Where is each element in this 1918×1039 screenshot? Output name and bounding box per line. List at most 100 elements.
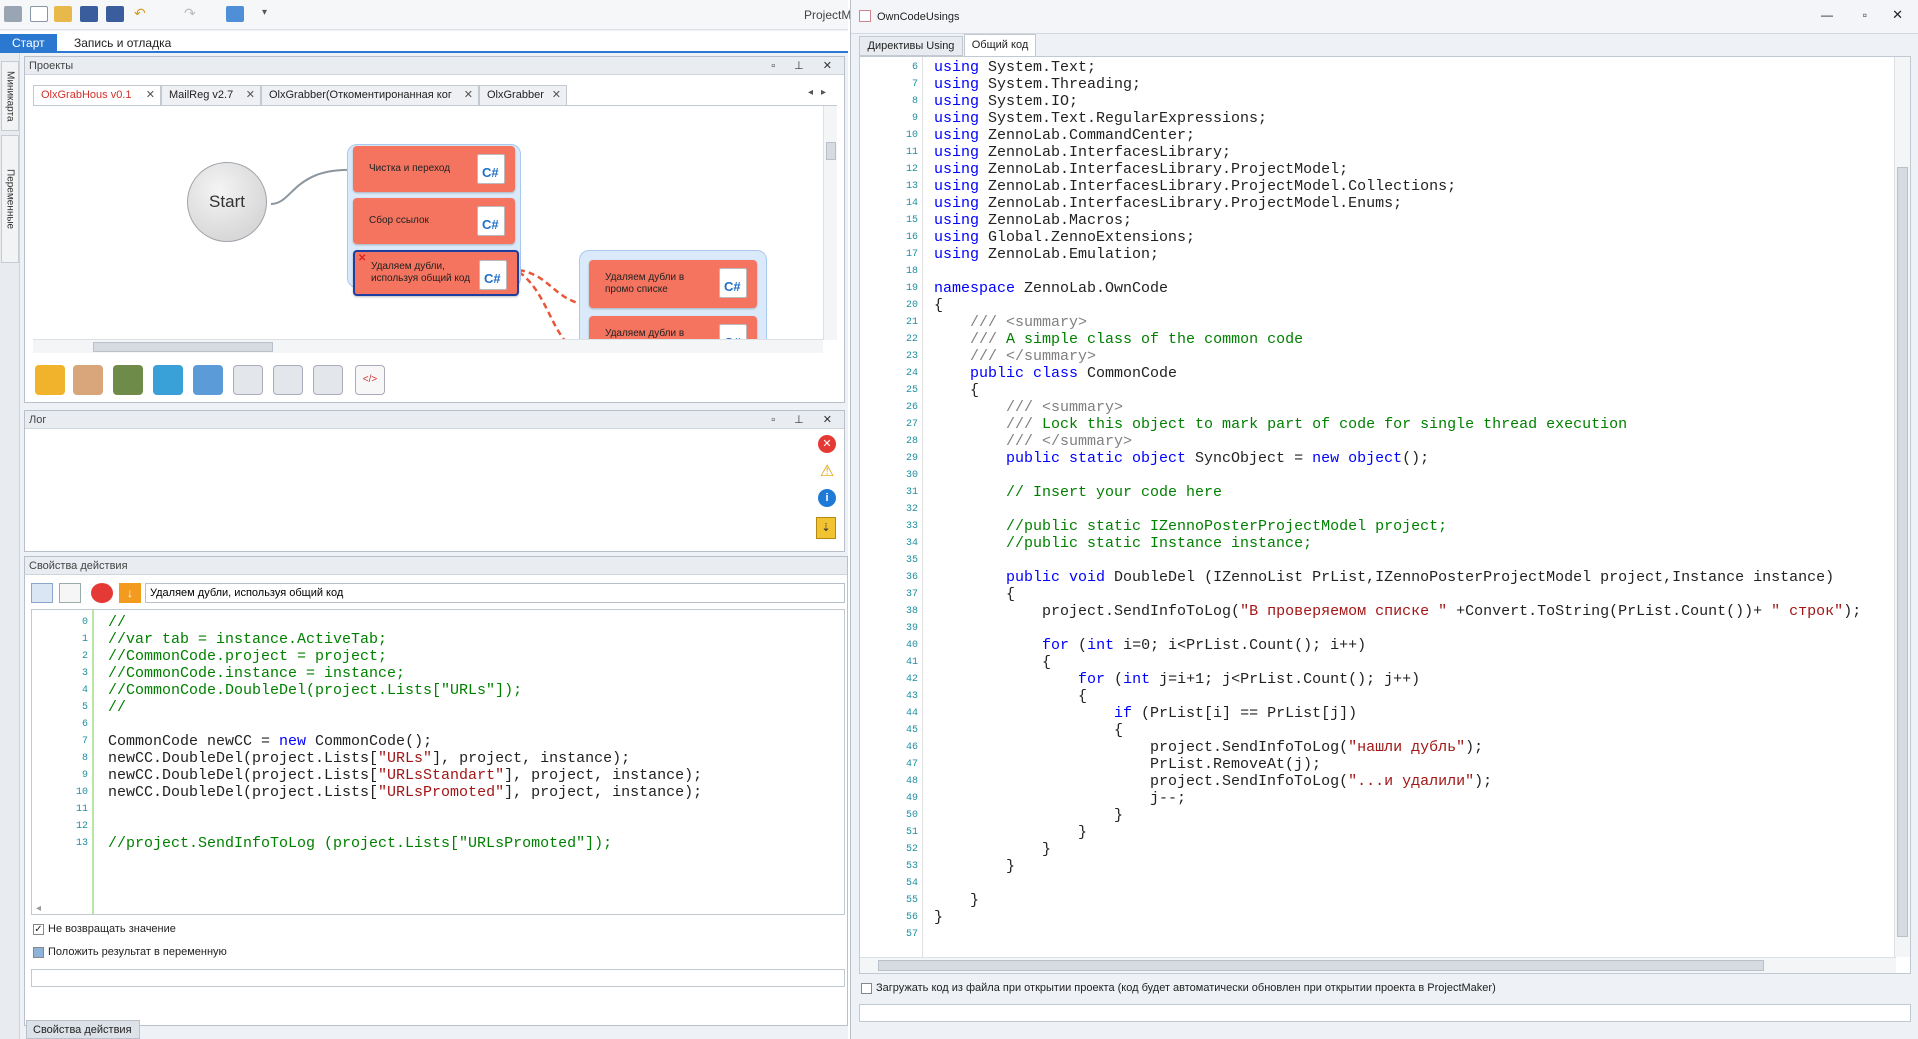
project-tab-label: OlxGrabber <box>487 89 544 101</box>
load-from-file-checkbox[interactable]: Загружать код из файла при открытии прое… <box>861 982 1496 994</box>
file-path-field[interactable] <box>859 1004 1911 1022</box>
chalkboard-icon[interactable] <box>113 365 143 395</box>
user-icon[interactable] <box>73 365 103 395</box>
project-maker-window: ↶ ↷ ▾ ProjectM Старт Запись и отладка Ми… <box>0 0 852 1039</box>
close-icon[interactable]: ✕ <box>145 89 155 101</box>
app-menu-icon[interactable] <box>4 6 22 22</box>
csharp-icon: C# <box>477 154 505 184</box>
save-all-icon[interactable] <box>106 6 124 22</box>
window-title: OwnCodeUsings <box>877 11 960 23</box>
tab-scroll-arrows[interactable]: ◂▸ <box>807 87 834 98</box>
node-label: Удаляем дубли в промо списке <box>605 272 685 295</box>
action-node-cleanup[interactable]: Чистка и переход C# <box>353 146 515 192</box>
checkbox-label: Положить результат в переменную <box>48 946 227 958</box>
scroll-thumb[interactable] <box>878 960 1764 971</box>
minimize-button[interactable]: — <box>1821 8 1833 22</box>
window-title: ProjectM <box>804 8 852 22</box>
info-filter-icon[interactable]: i <box>818 489 836 507</box>
maximize-button[interactable]: ▫ <box>1862 8 1867 22</box>
csharp-icon: C# <box>719 268 747 298</box>
start-node[interactable]: Start <box>187 162 267 242</box>
warning-filter-icon[interactable]: ⚠ <box>819 463 835 480</box>
bottom-tab-action-properties[interactable]: Свойства действия <box>26 1020 140 1039</box>
checkbox-indeterminate-icon[interactable] <box>33 946 44 958</box>
scroll-thumb[interactable] <box>1897 167 1908 937</box>
project-tab-mailreg[interactable]: MailReg v2.7 ✕ <box>161 85 261 105</box>
side-tab-variables[interactable]: Переменные <box>1 135 19 263</box>
node-label: Удаляем дубли, используя общий код <box>371 261 471 284</box>
action-node-collect-links[interactable]: Сбор ссылок C# <box>353 198 515 244</box>
code-text[interactable]: // //var tab = instance.ActiveTab; //Com… <box>108 614 703 852</box>
csharp-icon: C# <box>479 260 507 290</box>
list-icon[interactable] <box>273 365 303 395</box>
tab-using-directives[interactable]: Директивы Using <box>859 36 963 56</box>
project-tab-olxgrabhous[interactable]: OlxGrabHous v0.1 ✕ <box>33 85 161 105</box>
tab-record-debug[interactable]: Запись и отладка <box>74 36 172 50</box>
project-tab-olxgrabber[interactable]: OlxGrabber ✕ <box>479 85 567 105</box>
new-file-icon[interactable] <box>30 6 48 22</box>
projects-panel: Проекты ▫ ⊥ ✕ OlxGrabHous v0.1 ✕ MailReg… <box>24 56 845 403</box>
close-button[interactable]: ✕ <box>1892 7 1903 22</box>
code-window-icon <box>859 10 871 22</box>
project-canvas[interactable]: Start Чистка и переход C# Сбор ссылок C#… <box>33 105 837 353</box>
node-label: Чистка и переход <box>369 163 451 174</box>
checkbox-label: Загружать код из файла при открытии прое… <box>876 982 1496 994</box>
customize-qat-icon[interactable]: ▾ <box>262 7 268 18</box>
robot-icon[interactable] <box>153 365 183 395</box>
scroll-thumb[interactable] <box>93 342 273 352</box>
log-panel: Лог ▫ ⊥ ✕ ✕ ⚠ i ⇣ <box>24 410 845 552</box>
redo-icon[interactable]: ↷ <box>184 5 196 21</box>
start-label: Start <box>209 192 245 211</box>
quick-access-toolbar: ↶ ↷ ▾ ProjectM <box>0 0 852 30</box>
project-tab-label: MailReg v2.7 <box>169 89 234 101</box>
code-vertical-scrollbar[interactable] <box>1894 57 1910 957</box>
code-horizontal-scrollbar[interactable] <box>860 957 1896 973</box>
close-icon[interactable]: ✕ <box>463 89 473 101</box>
error-filter-icon[interactable]: ✕ <box>818 435 836 453</box>
action-node-dedupe-common[interactable]: Удаляем дубли, используя общий код C# ✕ <box>353 250 519 296</box>
panel-window-buttons[interactable]: ▫ ⊥ ✕ <box>771 60 840 72</box>
open-folder-icon[interactable] <box>54 6 72 22</box>
panel-window-buttons[interactable]: ▫ ⊥ ✕ <box>771 414 840 426</box>
result-variable-field[interactable] <box>31 969 845 987</box>
settings-gears-icon[interactable] <box>35 365 65 395</box>
record-icon[interactable] <box>91 583 113 603</box>
window-icon[interactable] <box>226 6 244 22</box>
undo-icon[interactable]: ↶ <box>134 5 146 21</box>
action-node-dedupe-promo[interactable]: Удаляем дубли в промо списке C# <box>589 260 757 308</box>
side-tab-minimap[interactable]: Миникарта <box>1 61 19 131</box>
store-result-checkbox[interactable]: Положить результат в переменную <box>33 946 227 958</box>
code-icon[interactable]: </> <box>355 365 385 395</box>
table-view-icon[interactable] <box>31 583 53 603</box>
side-panel-tabs: Миникарта Переменные <box>0 53 20 1039</box>
hierarchy-icon[interactable] <box>193 365 223 395</box>
csharp-icon: C# <box>477 206 505 236</box>
list-icon[interactable] <box>233 365 263 395</box>
checkbox-unchecked-icon[interactable] <box>861 982 872 994</box>
list-icon[interactable] <box>313 365 343 395</box>
scroll-thumb[interactable] <box>826 142 836 160</box>
canvas-horizontal-scrollbar[interactable] <box>33 339 823 353</box>
projects-panel-title: Проекты <box>29 60 74 72</box>
edit-icon[interactable] <box>59 583 81 603</box>
save-icon[interactable] <box>80 6 98 22</box>
close-icon[interactable]: ✕ <box>245 89 255 101</box>
checkbox-checked-icon[interactable]: ✓ <box>33 923 44 935</box>
close-icon[interactable]: ✕ <box>551 89 561 101</box>
log-panel-title: Лог <box>29 414 47 426</box>
action-name-input[interactable] <box>145 583 845 603</box>
down-arrow-icon[interactable]: ↓ <box>119 583 141 603</box>
tab-start[interactable]: Старт <box>0 34 57 53</box>
tab-common-code[interactable]: Общий код <box>964 34 1036 56</box>
lock-scroll-icon[interactable]: ⇣ <box>816 517 836 539</box>
scroll-left-arrow[interactable]: ◂ <box>36 903 42 914</box>
project-tab-olxgrabber-commented[interactable]: OlxGrabber(Откоментиронанная ког ✕ <box>261 85 479 105</box>
canvas-vertical-scrollbar[interactable] <box>823 106 837 340</box>
code-text[interactable]: using System.Text; using System.Threadin… <box>934 59 1862 926</box>
no-return-checkbox[interactable]: ✓Не возвращать значение <box>33 923 176 935</box>
